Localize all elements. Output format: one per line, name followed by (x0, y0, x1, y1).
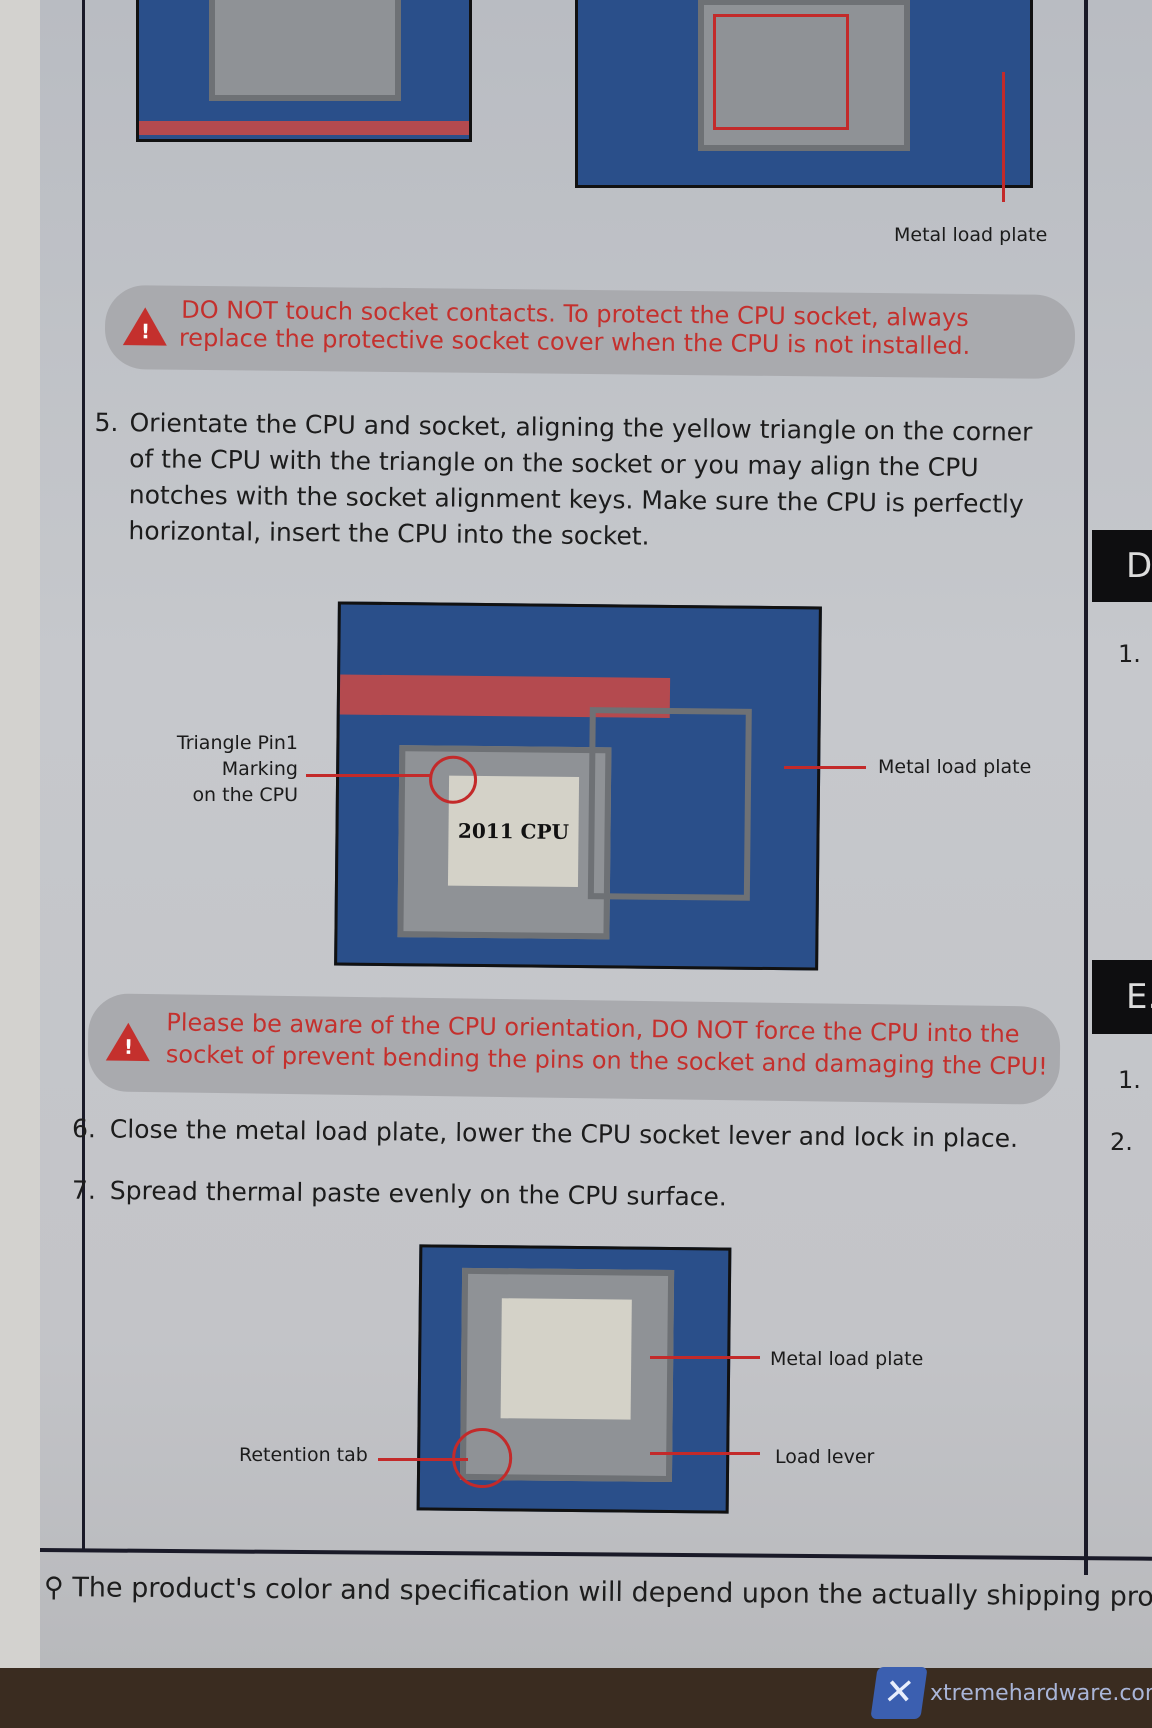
pointer-arrow (306, 774, 432, 777)
footer-note: ⚲ The product's color and specification … (43, 1572, 1152, 1613)
metal-load-plate-label: Metal load plate (878, 756, 1032, 778)
step-7: 7. Spread thermal paste evenly on the CP… (71, 1175, 727, 1212)
frame-border (39, 1548, 1152, 1561)
watermark: ✕ xtremehardware.com (870, 1667, 1152, 1719)
info-icon: ⚲ (43, 1572, 64, 1604)
frame-border (1084, 0, 1088, 1575)
section-header-d: D (1092, 530, 1152, 602)
pointer-arrow (650, 1452, 760, 1455)
list-number: 2. (1110, 1128, 1133, 1156)
page-edge (0, 0, 40, 1668)
cpu-install-photo: 2011 CPU (334, 601, 822, 971)
frame-border (82, 0, 85, 1552)
list-number: 1. (1118, 640, 1141, 668)
retention-tab-label: Retention tab (239, 1444, 368, 1466)
warning-box: ! Please be aware of the CPU orientation… (87, 993, 1061, 1105)
manual-page: Metal load plate ! DO NOT touch socket c… (0, 0, 1152, 1668)
x-logo-icon: ✕ (870, 1667, 928, 1719)
section-header-e: E. (1092, 960, 1152, 1034)
pointer-arrow (1002, 72, 1005, 202)
metal-load-plate-label: Metal load plate (770, 1348, 924, 1370)
warning-icon: ! (122, 307, 168, 346)
step-5: 5. Orientate the CPU and socket, alignin… (94, 407, 1033, 551)
warning-box: ! DO NOT touch socket contacts. To prote… (104, 284, 1076, 380)
pointer-arrow (784, 766, 866, 769)
metal-load-plate-label: Metal load plate (894, 224, 1048, 246)
socket-photo-top-right (575, 0, 1033, 188)
closed-socket-photo (416, 1244, 732, 1514)
pointer-arrow (650, 1356, 760, 1359)
load-lever-label: Load lever (775, 1446, 875, 1468)
warning-icon: ! (105, 1022, 151, 1062)
step-6: 6. Close the metal load plate, lower the… (71, 1114, 1019, 1153)
socket-photo-top-left (136, 0, 472, 142)
list-number: 1. (1118, 1066, 1141, 1094)
triangle-pin1-label: Triangle Pin1 Marking on the CPU (176, 732, 298, 806)
pointer-arrow (378, 1458, 468, 1461)
